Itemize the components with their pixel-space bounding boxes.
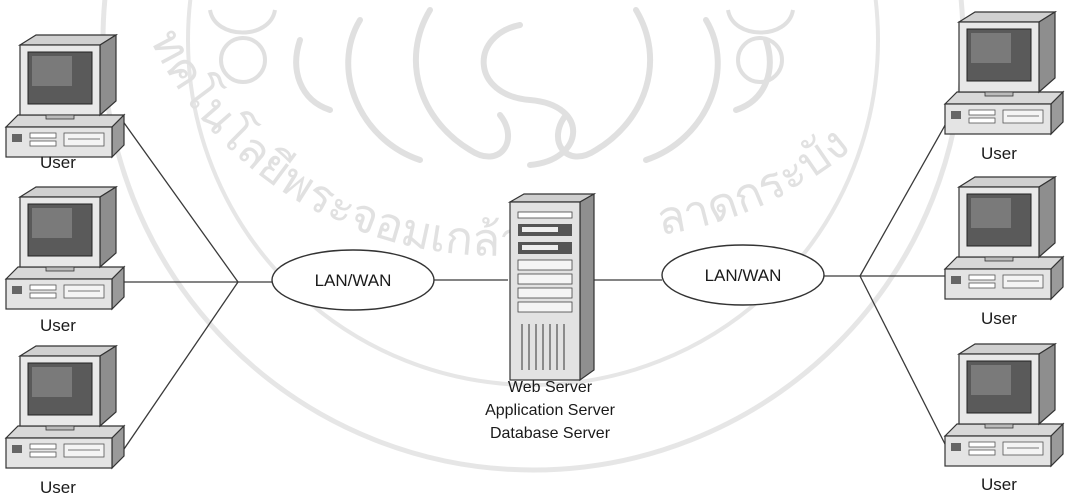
computer-icon bbox=[944, 176, 1064, 300]
left-user-1: User bbox=[5, 34, 125, 172]
network-ellipse bbox=[661, 244, 825, 306]
computer-icon bbox=[5, 186, 125, 310]
left-user-3: User bbox=[5, 345, 125, 497]
network-label: LAN/WAN bbox=[705, 266, 782, 285]
user-label: User bbox=[40, 316, 76, 335]
computer-icon bbox=[944, 343, 1064, 467]
computer-icon bbox=[5, 345, 125, 469]
left-user-2: User bbox=[5, 186, 125, 335]
user-label: User bbox=[981, 475, 1017, 494]
server-icon bbox=[509, 193, 595, 381]
computer-icon bbox=[944, 11, 1064, 135]
link-left-user-3 bbox=[121, 281, 239, 453]
link-left-user-1 bbox=[121, 119, 239, 283]
right-user-2: User bbox=[944, 176, 1064, 328]
user-label: User bbox=[981, 309, 1017, 328]
link-right-user-3 bbox=[859, 275, 949, 451]
network-label: LAN/WAN bbox=[315, 271, 392, 290]
network-ellipse bbox=[271, 249, 435, 311]
university-seal-watermark: ทคโนโลยีพระจอมเกล้าเจ้าคุณทหาร ลาดกระบัง bbox=[0, 0, 966, 473]
server-label-database: Database Server bbox=[490, 425, 611, 442]
server-label-web: Web Server bbox=[508, 379, 593, 396]
link-right-user-1 bbox=[859, 119, 949, 277]
left-network-cloud: LAN/WAN bbox=[271, 249, 435, 311]
connection-lines bbox=[121, 119, 949, 453]
server-label-application: Application Server bbox=[485, 402, 616, 419]
user-label: User bbox=[40, 478, 76, 497]
user-label: User bbox=[981, 144, 1017, 163]
user-label: User bbox=[40, 153, 76, 172]
right-user-3: User bbox=[944, 343, 1064, 494]
computer-icon bbox=[5, 34, 125, 158]
server-node: Web Server Application Server Database S… bbox=[485, 193, 616, 442]
right-user-1: User bbox=[944, 11, 1064, 163]
right-network-cloud: LAN/WAN bbox=[661, 244, 825, 306]
